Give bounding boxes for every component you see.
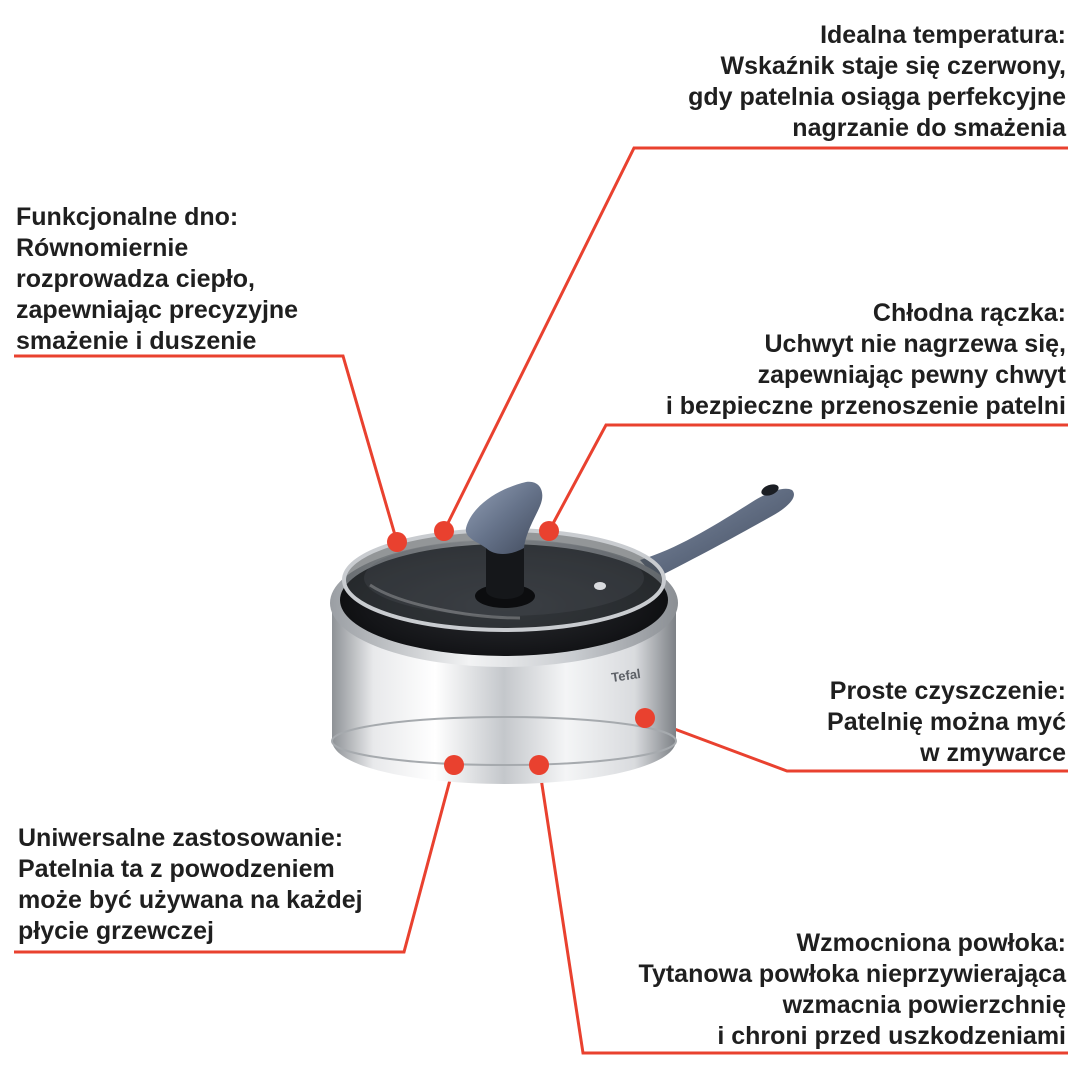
leader-universal [14, 764, 456, 954]
leader-temperature [442, 146, 1068, 532]
callout-bottom-line: smażenie i duszenie [16, 327, 257, 355]
callout-temperature-line: nagrzanie do smażenia [792, 114, 1066, 142]
marker-temperature [434, 521, 454, 541]
callout-coating-line: wzmacnia powierzchnię [782, 991, 1066, 1019]
pan-handle [640, 484, 794, 578]
callout-universal-line: może być używana na każdej [18, 886, 363, 914]
callout-bottom-line: Równomiernie [16, 234, 189, 262]
callout-universal-line: Patelnia ta z powodzeniem [18, 855, 335, 883]
callout-universal-line: płycie grzewczej [18, 917, 214, 945]
callout-coating-line: Tytanowa powłoka nieprzywierająca [638, 960, 1066, 988]
callout-handle: Chłodna rączka: Uchwyt nie nagrzewa się,… [666, 298, 1066, 422]
callout-handle-title: Chłodna rączka: [872, 299, 1066, 327]
callout-cleaning-line: w zmywarce [920, 739, 1066, 767]
brand-logo-on-pan: Tefal [610, 666, 641, 685]
markers [387, 521, 655, 775]
callout-bottom: Funkcjonalne dno: Równomiernie rozprowad… [16, 202, 298, 357]
marker-coating [529, 755, 549, 775]
leader-coating [537, 764, 1068, 1055]
leader-handle [547, 423, 1068, 532]
callout-temperature-title: Idealna temperatura: [820, 21, 1066, 49]
callout-coating-line: i chroni przed uszkodzeniami [717, 1022, 1066, 1050]
callout-cleaning-title: Proste czyszczenie: [829, 677, 1066, 705]
leader-bottom [14, 354, 399, 543]
leader-cleaning [644, 716, 1068, 773]
callout-handle-line: zapewniając pewny chwyt [757, 361, 1066, 389]
marker-bottom [387, 532, 407, 552]
callout-handle-line: i bezpieczne przenoszenie patelni [665, 392, 1066, 420]
callout-bottom-line: zapewniając precyzyjne [16, 296, 299, 324]
leader-lines [14, 146, 1068, 1055]
callout-cleaning-line: Patelnię można myć [827, 708, 1066, 736]
callout-cleaning: Proste czyszczenie: Patelnię można myć w… [827, 676, 1066, 769]
callout-temperature-line: Wskaźnik staje się czerwony, [720, 52, 1066, 80]
lid-knob [465, 481, 543, 608]
callout-bottom-title: Funkcjonalne dno: [16, 203, 239, 231]
callout-handle-line: Uchwyt nie nagrzewa się, [764, 330, 1067, 358]
callout-temperature: Idealna temperatura: Wskaźnik staje się … [688, 20, 1066, 144]
callout-coating-title: Wzmocniona powłoka: [796, 929, 1066, 957]
marker-universal [444, 755, 464, 775]
marker-cleaning [635, 708, 655, 728]
callout-temperature-line: gdy patelnia osiąga perfekcyjne [688, 83, 1066, 111]
marker-handle [539, 521, 559, 541]
callout-bottom-line: rozprowadza ciepło, [16, 265, 255, 293]
callout-universal: Uniwersalne zastosowanie: Patelnia ta z … [18, 823, 363, 947]
callout-universal-title: Uniwersalne zastosowanie: [18, 824, 344, 852]
callout-coating: Wzmocniona powłoka: Tytanowa powłoka nie… [639, 928, 1066, 1052]
